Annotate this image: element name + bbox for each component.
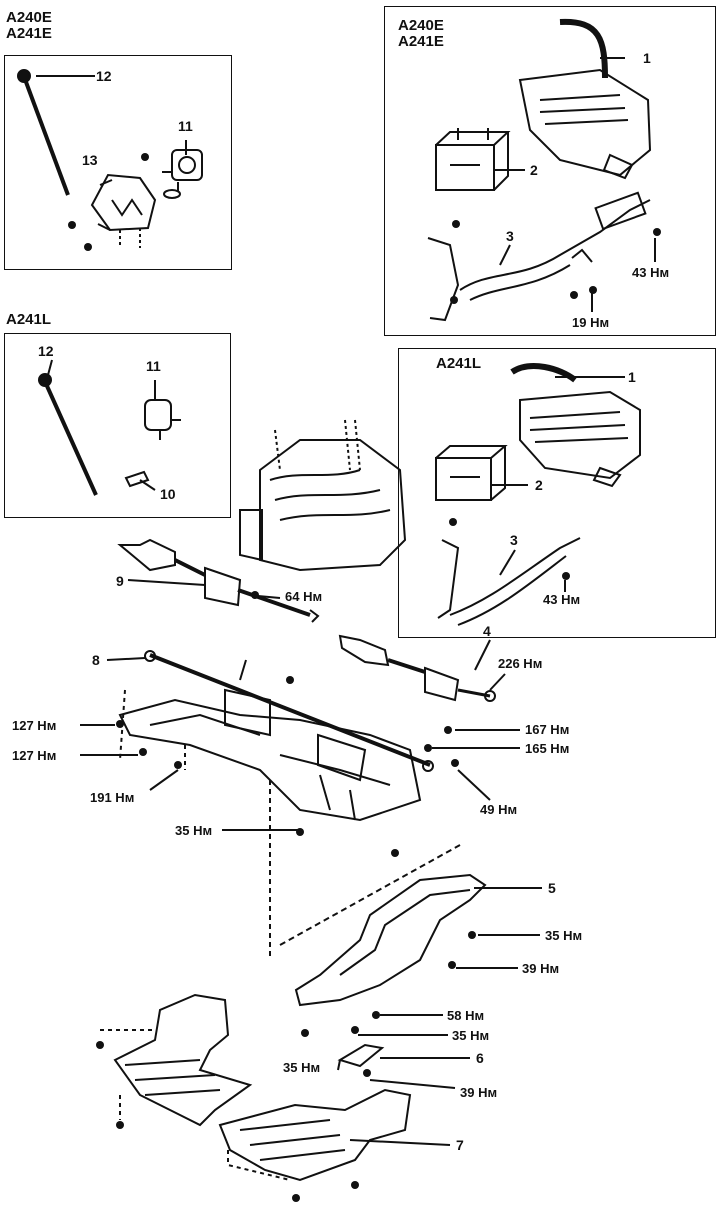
torque-64: 64 Нм	[285, 589, 323, 604]
torque-127-b: 127 Нм	[12, 748, 57, 763]
bracket-6	[337, 1043, 385, 1068]
header-a241l-left: A241L	[6, 311, 52, 328]
torque-191: 191 Нм	[90, 790, 135, 805]
steering-rack-8	[144, 650, 434, 782]
crossmember-5	[279, 844, 487, 1007]
callout-5: 5	[548, 880, 556, 896]
callout-12-mid: 12	[38, 343, 54, 359]
torque-167: 167 Нм	[525, 722, 570, 737]
callout-8: 8	[92, 652, 100, 668]
callout-13: 13	[82, 152, 98, 168]
under-cover-right-7	[218, 1088, 412, 1182]
callout-11-top: 11	[178, 118, 193, 134]
fasteners	[68, 153, 661, 1202]
callout-4: 4	[483, 623, 491, 639]
drive-shaft-9	[117, 538, 320, 623]
callout-3-top: 3	[506, 228, 514, 244]
torque-127-a: 127 Нм	[12, 718, 57, 733]
callout-6: 6	[476, 1050, 484, 1066]
battery-2-b	[435, 445, 508, 501]
mount-bracket-13	[90, 173, 157, 248]
under-cover-left	[100, 993, 253, 1127]
dipstick-tube-a240e	[17, 69, 70, 196]
torque-43-top: 43 Нм	[632, 265, 670, 280]
sensor-11-b	[144, 399, 181, 440]
panel-a241l-right	[398, 348, 716, 638]
dipstick-tube-a241l	[38, 373, 98, 496]
torque-35-b: 35 Нм	[545, 928, 583, 943]
panel-a240e-right	[384, 6, 716, 336]
torque-35-d: 35 Нм	[283, 1060, 321, 1075]
torque-35-c: 35 Нм	[452, 1028, 490, 1043]
air-cleaner-1-b	[510, 363, 641, 488]
sensor-11-a	[162, 149, 203, 199]
callout-11-mid: 11	[146, 358, 161, 374]
header-a241l-right: A241L	[436, 355, 482, 372]
exhaust-pipe-3-a	[427, 191, 651, 322]
air-cleaner-1-a	[518, 18, 652, 180]
callout-1-top: 1	[643, 50, 651, 66]
torque-49: 49 Нм	[480, 802, 518, 817]
callout-12-top: 12	[96, 68, 112, 84]
battery-2-a	[435, 128, 511, 191]
callout-2-top: 2	[530, 162, 538, 178]
callout-10: 10	[160, 486, 176, 502]
torque-43-mid: 43 Нм	[543, 592, 581, 607]
exhaust-pipe-3-b	[437, 537, 581, 626]
engine-transaxle	[239, 419, 407, 572]
panel-a240e-left	[4, 55, 232, 270]
header-a240e-right: A240E A241E	[398, 18, 444, 50]
header-line-1: A240E	[398, 17, 444, 34]
torque-19: 19 Нм	[572, 315, 610, 330]
callout-1-mid: 1	[628, 369, 636, 385]
torque-39-a: 39 Нм	[522, 961, 560, 976]
torque-58: 58 Нм	[447, 1008, 485, 1023]
torque-35-a: 35 Нм	[175, 823, 213, 838]
torque-39-b: 39 Нм	[460, 1085, 498, 1100]
header-line-2: A241E	[398, 33, 444, 50]
drive-shaft-4	[338, 634, 496, 702]
header-line-2: A241E	[6, 25, 52, 42]
header-a240e-left: A240E A241E	[6, 10, 52, 42]
callout-3-mid: 3	[510, 532, 518, 548]
callout-7: 7	[456, 1137, 464, 1153]
callout-9: 9	[116, 573, 124, 589]
front-subframe	[118, 689, 422, 960]
header-line-1: A240E	[6, 9, 52, 26]
torque-165: 165 Нм	[525, 741, 570, 756]
callout-2-mid: 2	[535, 477, 543, 493]
torque-226: 226 Нм	[498, 656, 543, 671]
panel-a241l-left	[4, 333, 231, 518]
gasket-10	[124, 470, 150, 488]
